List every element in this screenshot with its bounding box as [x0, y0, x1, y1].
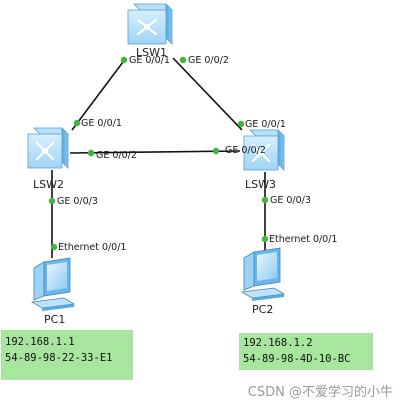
port-label-pc1-eth001: Ethernet 0/0/1: [58, 242, 127, 253]
port-dot-lsw2-top: [73, 119, 81, 127]
pc2-computer-icon[interactable]: [240, 247, 286, 301]
link-lsw1-lsw2: [71, 57, 127, 131]
pc1-label: PC1: [44, 313, 66, 326]
port-label-lsw3-ge002: GE 0/0/2: [225, 145, 266, 156]
port-dot-lsw3-top: [237, 120, 245, 128]
port-label-lsw3-ge001: GE 0/0/1: [245, 119, 286, 130]
port-label-lsw3-ge003: GE 0/0/3: [270, 195, 311, 206]
pc1-info-box: 192.168.1.1 54-89-98-22-33-E1: [1, 330, 133, 380]
lsw3-label: LSW3: [245, 178, 276, 191]
port-label-lsw1-ge001: GE 0/0/1: [129, 55, 170, 66]
port-label-lsw2-ge002: GE 0/0/2: [96, 150, 137, 161]
pc2-label: PC2: [252, 303, 274, 316]
port-label-pc2-eth001: Ethernet 0/0/1: [269, 234, 338, 245]
port-label-lsw2-ge001: GE 0/0/1: [81, 118, 122, 129]
lsw3-switch-icon[interactable]: [243, 129, 285, 171]
port-label-lsw2-ge003: GE 0/0/3: [57, 196, 98, 207]
lsw2-label: LSW2: [33, 178, 64, 191]
port-dot-lsw3-bottom: [261, 196, 269, 204]
lsw2-switch-icon[interactable]: [27, 127, 69, 169]
pc2-info-box: 192.168.1.2 54-89-98-4D-10-BC: [239, 333, 373, 370]
lsw1-switch-icon[interactable]: [127, 3, 173, 45]
port-dot-lsw1-right: [179, 56, 187, 64]
pc1-computer-icon[interactable]: [30, 257, 76, 311]
port-dot-pc2: [261, 235, 269, 243]
port-dot-lsw3-left: [212, 147, 220, 155]
pc1-mac-address: 54-89-98-22-33-E1: [5, 352, 113, 364]
port-dot-lsw2-right: [87, 149, 95, 157]
port-label-lsw1-ge002: GE 0/0/2: [188, 55, 229, 66]
link-lsw1-lsw3: [172, 57, 243, 131]
pc2-ip-address: 192.168.1.2: [243, 337, 313, 349]
pc2-mac-address: 54-89-98-4D-10-BC: [243, 353, 351, 365]
watermark: CSDN @不爱学习的小牛: [247, 385, 393, 400]
port-dot-pc1: [50, 243, 58, 251]
port-dot-lsw1-left: [120, 56, 128, 64]
port-dot-lsw2-bottom: [48, 197, 56, 205]
lsw1-label: LSW1: [136, 46, 167, 59]
link-lsw2-lsw3: [69, 150, 241, 154]
pc1-ip-address: 192.168.1.1: [5, 336, 75, 348]
